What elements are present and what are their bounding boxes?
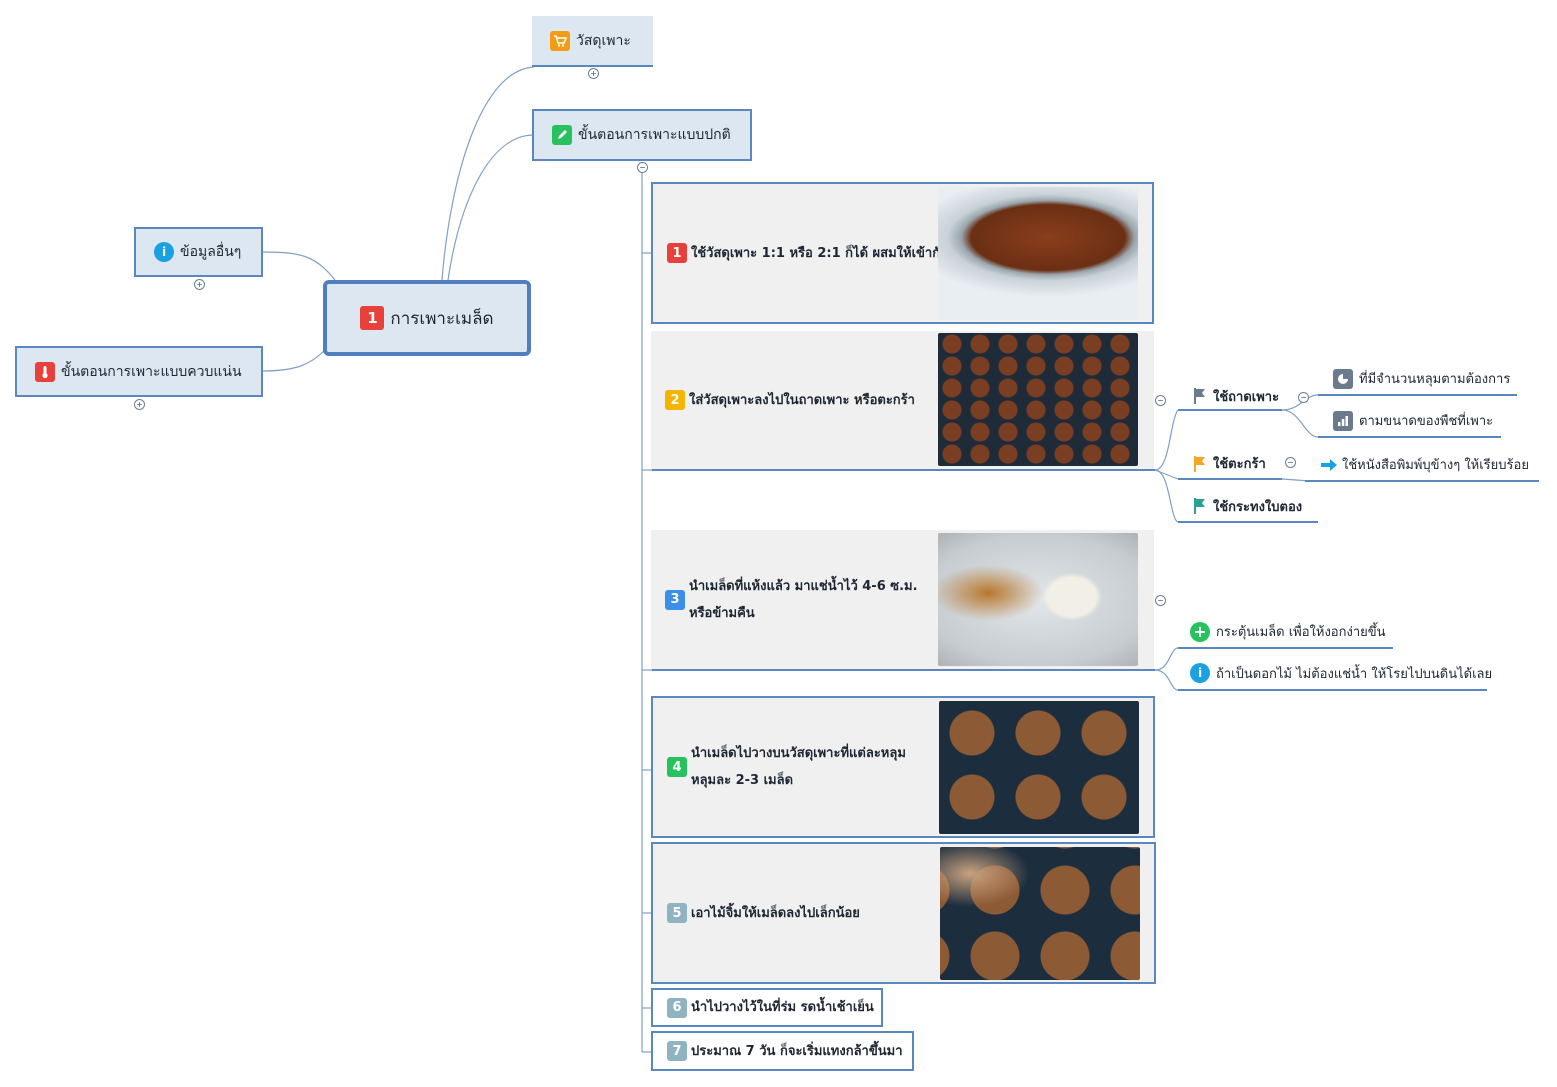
topic-other-info[interactable]: i ข้อมูลอื่นๆ bbox=[134, 227, 263, 277]
collapse-toggle[interactable]: − bbox=[1155, 595, 1166, 606]
soaking-seeds-photo bbox=[938, 533, 1138, 666]
number-badge: 7 bbox=[667, 1041, 687, 1061]
info-icon: i bbox=[154, 242, 174, 262]
tray-with-seeds-photo bbox=[939, 701, 1139, 834]
pie-chart-icon bbox=[1333, 368, 1353, 389]
topic-materials[interactable]: วัสดุเพาะ bbox=[532, 16, 653, 67]
subtopic-label: กระตุ้นเมล็ด เพื่อให้งอกง่ายขึ้น bbox=[1216, 625, 1386, 640]
subtopic-label: ใช้ถาดเพาะ bbox=[1213, 389, 1280, 405]
subtopic-flowers-no-soak[interactable]: i ถ้าเป็นดอกไม้ ไม่ต้องแช่น้ำ ให้โรยไปบน… bbox=[1178, 657, 1492, 691]
flag-gray-icon bbox=[1193, 387, 1207, 405]
expand-toggle[interactable]: + bbox=[588, 68, 599, 79]
collapse-toggle[interactable]: − bbox=[1298, 392, 1309, 403]
subtopic-label: ใช้ตะกร้า bbox=[1213, 457, 1266, 472]
detail-label: ที่มีจำนวนหลุมตามต้องการ bbox=[1359, 372, 1511, 387]
poking-seeds-photo bbox=[940, 847, 1140, 980]
detail-by-plant-size[interactable]: ตามขนาดของพืชที่เพาะ bbox=[1318, 405, 1501, 438]
step-text: ประมาณ 7 วัน ก็จะเริ่มแทงกล้าขึ้นมา bbox=[691, 1043, 903, 1059]
info-icon: i bbox=[1190, 663, 1210, 683]
subtopic-use-leaf-cup[interactable]: ใช้กระทงใบตอง bbox=[1178, 491, 1318, 523]
step-4[interactable]: 4 นำเมล็ดไปวางบนวัสดุเพาะที่แต่ละหลุม หล… bbox=[651, 696, 1155, 838]
pencil-icon bbox=[552, 125, 572, 145]
topic-normal-method[interactable]: ขั้นตอนการเพาะแบบปกติ bbox=[532, 109, 752, 161]
detail-holes-as-needed[interactable]: ที่มีจำนวนหลุมตามต้องการ bbox=[1318, 363, 1517, 396]
number-badge: 4 bbox=[667, 757, 687, 777]
arrow-right-icon bbox=[1320, 458, 1338, 472]
topic-label: ข้อมูลอื่นๆ bbox=[180, 244, 242, 260]
subtopic-stimulate-seeds[interactable]: + กระตุ้นเมล็ด เพื่อให้งอกง่ายขึ้น bbox=[1178, 616, 1393, 649]
central-topic-label: การเพาะเมล็ด bbox=[390, 308, 494, 329]
plus-icon: + bbox=[1190, 621, 1210, 642]
subtopic-use-tray[interactable]: ใช้ถาดเพาะ bbox=[1178, 383, 1282, 411]
cart-icon bbox=[550, 30, 570, 51]
number-badge: 2 bbox=[665, 390, 685, 410]
collapse-toggle[interactable]: − bbox=[1155, 395, 1166, 406]
step-text: นำเมล็ดที่แห้งแล้ว มาแช่น้ำไว้ 4-6 ซ.ม. … bbox=[689, 578, 918, 621]
bar-chart-icon bbox=[1333, 410, 1353, 431]
step-text: ใส่วัสดุเพาะลงไปในถาดเพาะ หรือตะกร้า bbox=[689, 392, 915, 408]
number-badge: 5 bbox=[667, 903, 687, 923]
central-topic[interactable]: 1 การเพาะเมล็ด bbox=[323, 280, 531, 356]
step-6[interactable]: 6 นำไปวางไว้ในที่ร่ม รดน้ำเช้าเย็น bbox=[651, 988, 883, 1027]
expand-toggle[interactable]: + bbox=[134, 399, 145, 410]
step-text: นำเมล็ดไปวางบนวัสดุเพาะที่แต่ละหลุม หลุม… bbox=[691, 746, 906, 788]
detail-label: ใช้หนังสือพิมพ์บุข้างๆ ให้เรียบร้อย bbox=[1342, 458, 1529, 473]
step-7[interactable]: 7 ประมาณ 7 วัน ก็จะเริ่มแทงกล้าขึ้นมา bbox=[651, 1031, 914, 1071]
number-badge: 1 bbox=[360, 306, 385, 330]
subtopic-label: ใช้กระทงใบตอง bbox=[1213, 499, 1303, 515]
seed-tray-filling-photo bbox=[938, 333, 1138, 466]
subtopic-label: ถ้าเป็นดอกไม้ ไม่ต้องแช่น้ำ ให้โรยไปบนดิ… bbox=[1216, 666, 1493, 682]
number-badge: 6 bbox=[667, 997, 687, 1018]
subtopic-use-basket[interactable]: ใช้ตะกร้า bbox=[1178, 449, 1282, 480]
collapse-toggle[interactable]: − bbox=[637, 162, 648, 173]
topic-condensed-method[interactable]: ขั้นตอนการเพาะแบบควบแน่น bbox=[15, 346, 263, 397]
step-3[interactable]: 3 นำเมล็ดที่แห้งแล้ว มาแช่น้ำไว้ 4-6 ซ.ม… bbox=[651, 530, 1154, 669]
topic-label: ขั้นตอนการเพาะแบบปกติ bbox=[578, 127, 731, 143]
detail-line-with-newspaper[interactable]: ใช้หนังสือพิมพ์บุข้างๆ ให้เรียบร้อย bbox=[1305, 449, 1539, 482]
step-1[interactable]: 1 ใช้วัสดุเพาะ 1:1 หรือ 2:1 ก็ได้ ผสมให้… bbox=[651, 182, 1154, 324]
flag-green-icon bbox=[1193, 497, 1207, 515]
topic-label: ขั้นตอนการเพาะแบบควบแน่น bbox=[61, 363, 242, 380]
number-badge: 3 bbox=[665, 589, 685, 610]
expand-toggle[interactable]: + bbox=[194, 279, 205, 290]
topic-label: วัสดุเพาะ bbox=[576, 32, 631, 49]
number-badge: 1 bbox=[667, 243, 687, 263]
step-text: ใช้วัสดุเพาะ 1:1 หรือ 2:1 ก็ได้ ผสมให้เข… bbox=[691, 245, 949, 261]
step-text: เอาไม้จิ้มให้เมล็ดลงไปเล็กน้อย bbox=[691, 905, 860, 921]
step-5[interactable]: 5 เอาไม้จิ้มให้เมล็ดลงไปเล็กน้อย bbox=[651, 842, 1156, 984]
step-2[interactable]: 2 ใส่วัสดุเพาะลงไปในถาดเพาะ หรือตะกร้า bbox=[651, 331, 1154, 469]
thermometer-icon bbox=[35, 361, 55, 382]
step-text: นำไปวางไว้ในที่ร่ม รดน้ำเช้าเย็น bbox=[691, 1000, 874, 1015]
detail-label: ตามขนาดของพืชที่เพาะ bbox=[1359, 414, 1494, 429]
flag-orange-icon bbox=[1193, 455, 1207, 473]
bowl-of-soil-photo bbox=[938, 187, 1138, 320]
collapse-toggle[interactable]: − bbox=[1285, 457, 1296, 468]
